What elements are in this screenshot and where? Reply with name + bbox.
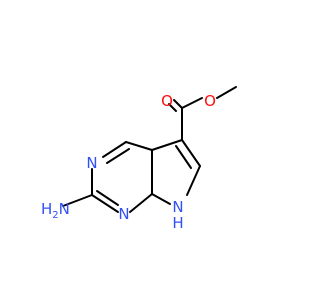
- structure-canvas: O O N N H2N N H: [41, 86, 237, 232]
- bond-c5-c6-double: [175, 145, 192, 169]
- bond-c2-nh2: [62, 194, 93, 207]
- bond-carbonyl-o-double: [168, 103, 177, 112]
- bond-c4a-c4: [125, 141, 153, 151]
- bond-c5-c6: [181, 139, 201, 167]
- molecule-diagram: O O N N H2N N H: [41, 86, 237, 232]
- bond-group: [62, 86, 237, 213]
- amine-h-label: H: [41, 200, 52, 218]
- amine-n-label: N: [59, 200, 70, 218]
- bond-c6-n7: [186, 165, 201, 196]
- bond-carbonyl-oester: [181, 97, 203, 109]
- bond-c4a-c5: [151, 139, 183, 151]
- bond-c2-n1: [91, 194, 119, 213]
- bond-c4-n3: [102, 141, 127, 158]
- bond-n1-c7a: [129, 193, 153, 213]
- carbonyl-oxygen-label: O: [161, 92, 173, 110]
- bond-carbonyl-o: [173, 99, 183, 109]
- pyrrole-nitrogen-label: N: [172, 198, 183, 216]
- pyrrole-hydrogen-label: H: [172, 214, 183, 232]
- amine-subscript: 2: [52, 210, 58, 221]
- bond-oester-methyl: [216, 86, 237, 99]
- bond-c2-n1-double: [96, 190, 119, 206]
- ring-nitrogen-top-label: N: [86, 154, 97, 172]
- bond-c4-n3-double: [106, 148, 130, 164]
- ester-oxygen-label: O: [204, 92, 216, 110]
- ring-nitrogen-bottom-label: N: [118, 205, 129, 223]
- amine-label: H2N: [41, 200, 70, 221]
- bond-n7-c7a: [151, 193, 171, 205]
